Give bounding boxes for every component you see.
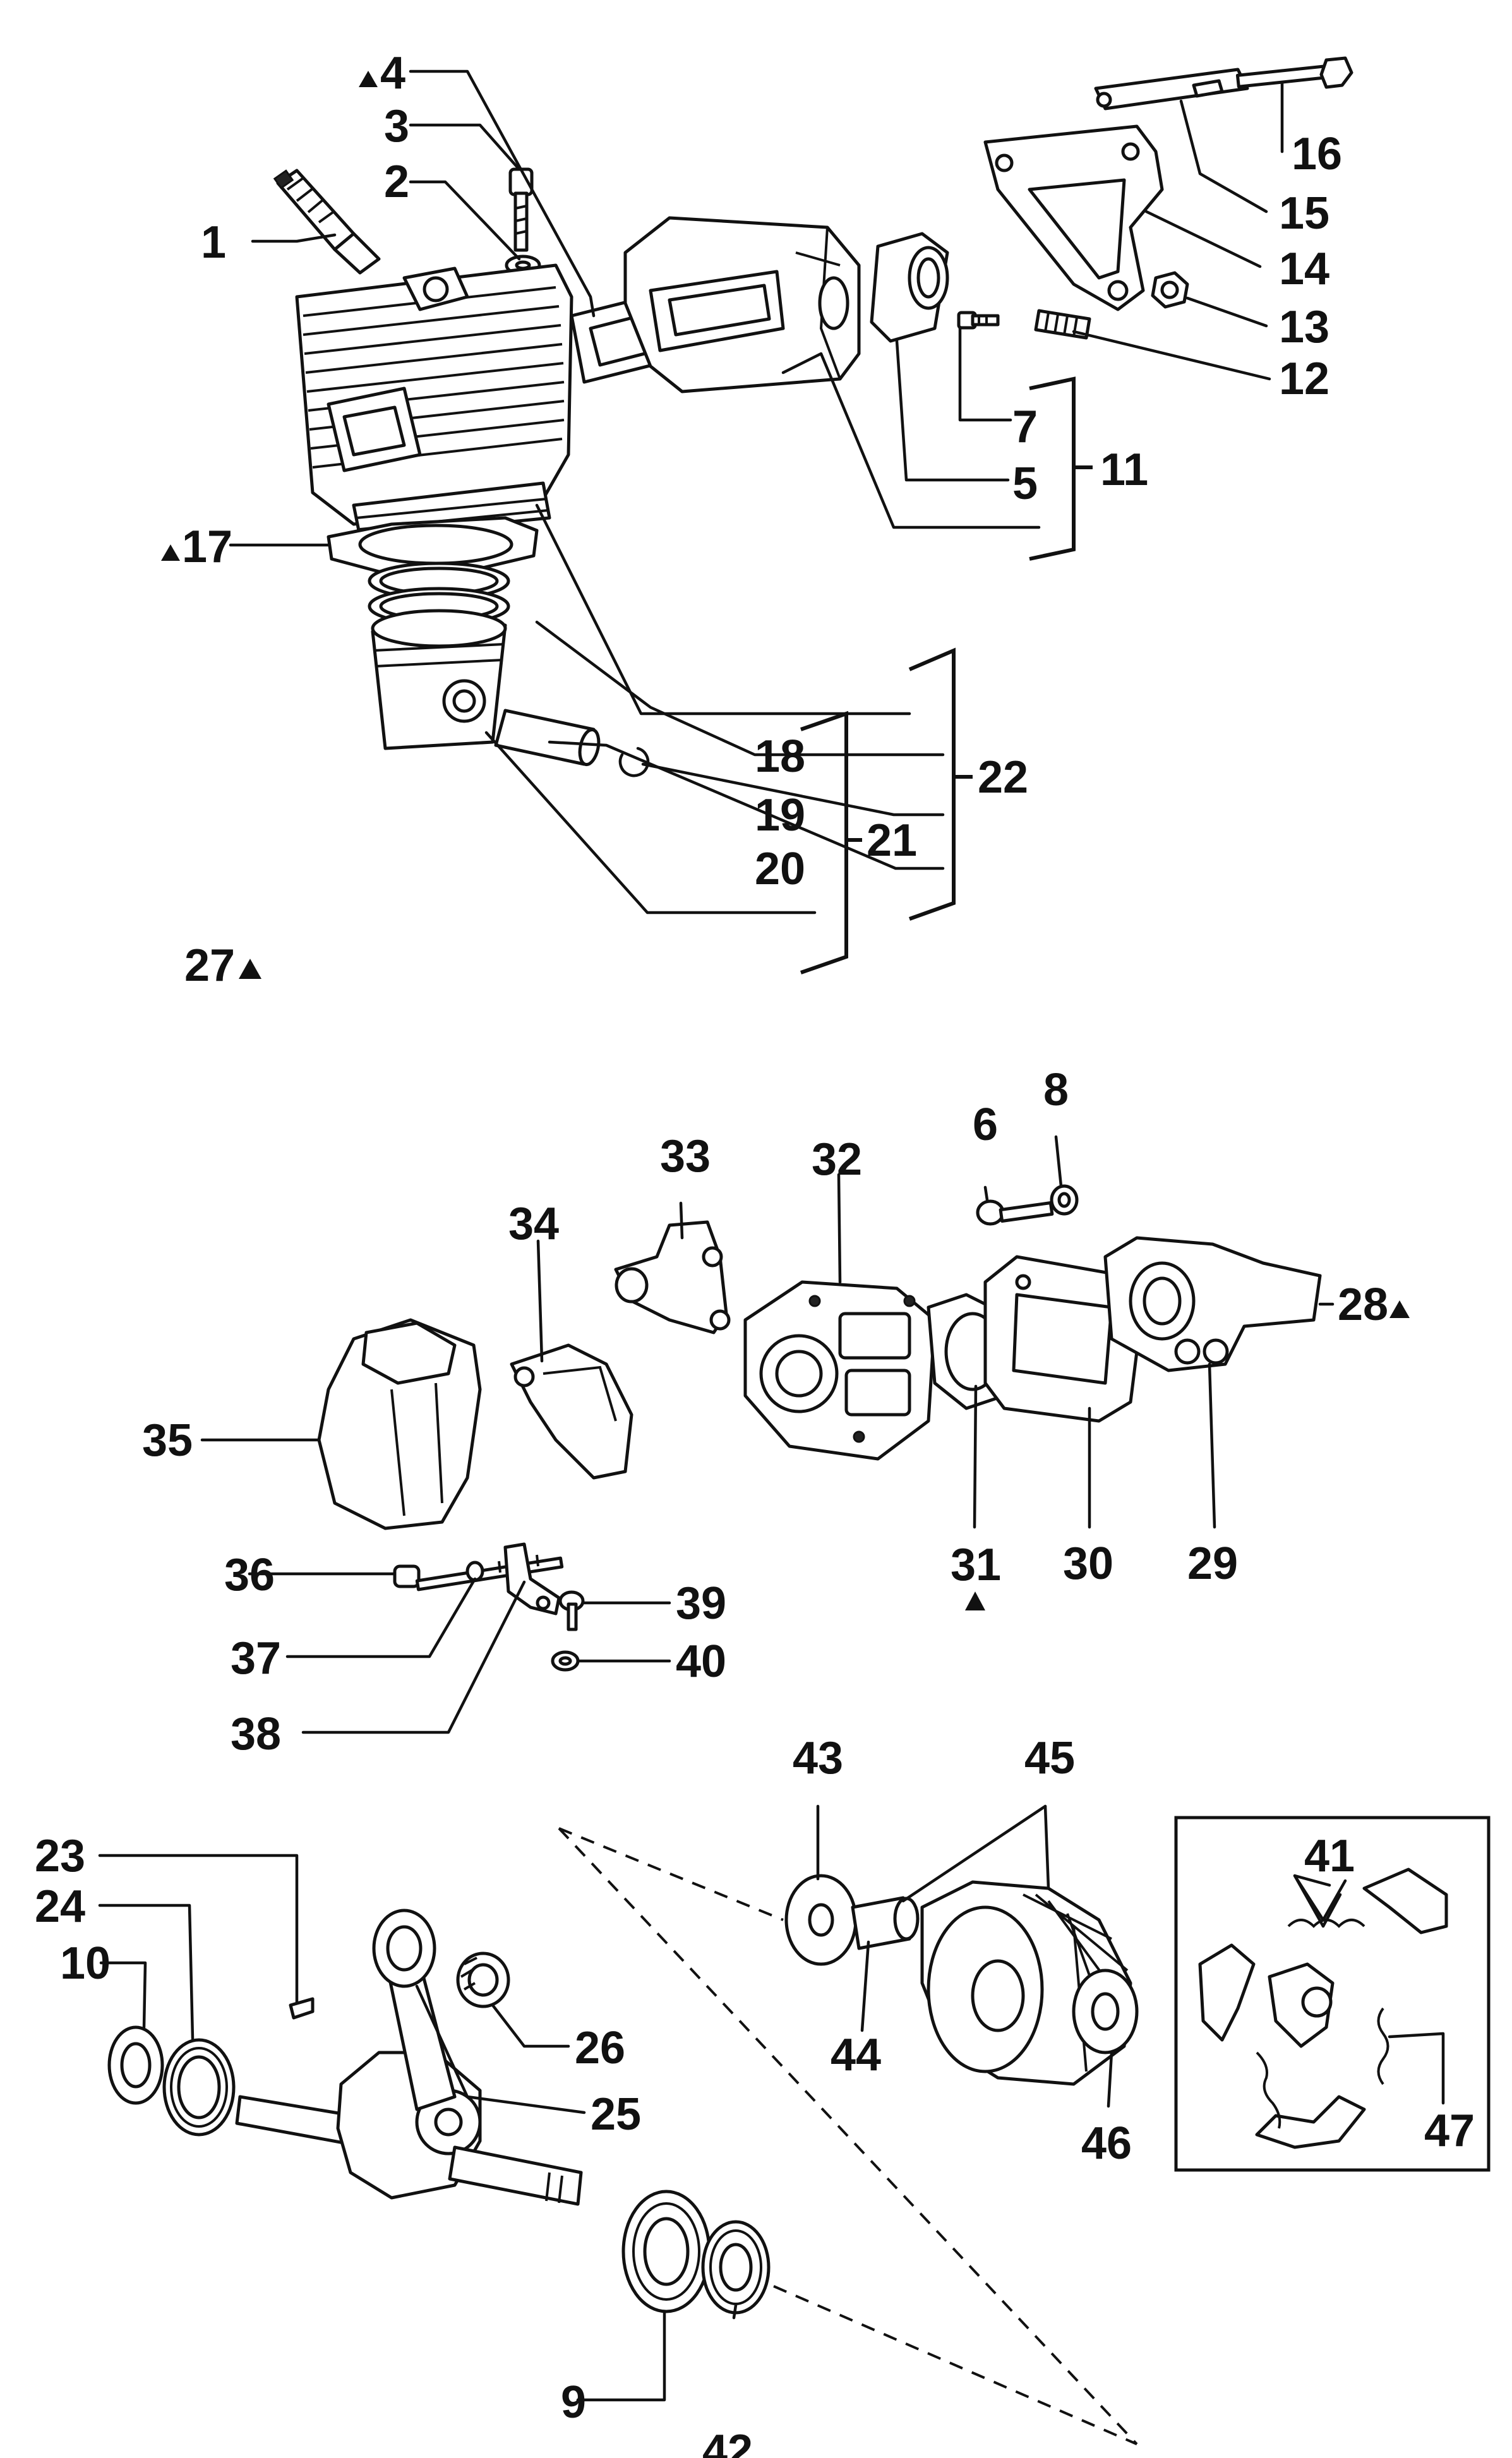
label-24: 24 [35,1881,85,1932]
spark-plug [273,169,381,275]
cylinder-screw [508,167,534,252]
label-23: 23 [35,1831,85,1881]
label-45: 45 [1024,1733,1075,1784]
label-21: 21 [867,815,917,866]
main-bearing-right [621,2190,711,2313]
filter-bracket [510,1343,633,1480]
label-42: 42 [702,2426,753,2458]
group-bracket-11 [1029,376,1093,561]
manifold-washer [1050,1184,1079,1216]
label-12: 12 [1279,354,1329,404]
clutch-washer [784,1874,858,1966]
crankshaft [235,1909,583,2206]
label-30: 30 [1063,1538,1113,1589]
clutch-bearing [701,2220,771,2315]
needle-bearing [456,1951,510,2008]
label-27: 27 [184,940,235,991]
label-4: 4 [380,48,405,99]
spacer-plate [983,1255,1145,1423]
label-34: 34 [508,1199,559,1249]
group-bracket-21 [800,710,862,974]
plate-washer [551,1650,580,1672]
label-35: 35 [142,1415,193,1466]
air-intake-boot [317,1318,482,1530]
muffler [623,216,861,393]
label-22: 22 [978,752,1028,803]
label-25: 25 [591,2089,641,2140]
label-37: 37 [231,1633,281,1684]
marker-17 [161,544,180,561]
label-40: 40 [676,1636,726,1687]
piston [371,609,507,750]
manifold-screw [976,1199,1054,1226]
label-41: 41 [1304,1831,1355,1881]
leader-lines [98,69,1445,2402]
flange-screw [957,311,1000,330]
label-20: 20 [755,844,805,894]
label-13: 13 [1279,302,1329,352]
intake-elbow [614,1220,731,1334]
label-46: 46 [1081,2118,1132,2169]
label-31: 31 [951,1540,1001,1590]
clutch-assembly [1198,1867,1448,2149]
clutch-bushing [851,1896,920,1950]
label-29: 29 [1187,1538,1238,1589]
label-44: 44 [831,2030,881,2080]
alignment-line-bearing [773,2285,1137,2445]
drum-washer [1072,1969,1139,2054]
label-19: 19 [755,790,805,841]
marker-31 [965,1592,985,1610]
label-47: 47 [1424,2106,1475,2156]
oil-seal [107,2025,164,2105]
label-10: 10 [60,1938,111,1989]
part-labels: 1 2 3 4 5 6 7 8 9 10 11 12 13 14 15 16 1… [35,48,1475,2458]
label-17: 17 [182,522,232,572]
label-9: 9 [561,2377,586,2428]
group-bracket-22 [908,647,973,921]
label-38: 38 [231,1709,281,1760]
plate-screw [558,1590,585,1631]
marker-4 [359,71,378,87]
long-bolt [1235,56,1353,89]
marker-27 [239,959,261,979]
clutch-assembly-frame [1174,1816,1491,2172]
strap-plate [1094,68,1249,111]
intake-manifold [1103,1236,1322,1372]
exhaust-flange [870,232,949,343]
adjust-plate [503,1542,561,1616]
label-33: 33 [660,1131,711,1182]
label-36: 36 [224,1550,275,1600]
alignment-line-lower [558,1827,1138,2445]
label-1: 1 [201,217,226,268]
label-7: 7 [1012,402,1038,452]
label-16: 16 [1292,129,1342,179]
label-26: 26 [575,2023,625,2073]
woodruff-key [289,1997,315,2020]
muffler-bracket [983,124,1164,311]
label-5: 5 [1012,459,1038,509]
alignment-line-upper [558,1827,784,1921]
carburetor [743,1280,937,1461]
label-39: 39 [676,1578,726,1629]
label-11: 11 [1100,445,1148,495]
label-32: 32 [812,1134,862,1185]
cylinder [295,263,573,539]
marker-28 [1389,1300,1410,1318]
label-3: 3 [384,101,409,152]
label-18: 18 [755,731,805,782]
label-8: 8 [1043,1065,1069,1115]
hex-nut [1151,271,1189,309]
circlip [618,746,650,777]
label-2: 2 [384,157,409,207]
piston-pin [494,709,601,767]
label-6: 6 [973,1100,998,1150]
main-bearing-left [162,2038,236,2137]
label-15: 15 [1279,188,1329,239]
label-43: 43 [793,1733,843,1784]
label-28: 28 [1338,1280,1388,1330]
label-14: 14 [1279,244,1329,294]
